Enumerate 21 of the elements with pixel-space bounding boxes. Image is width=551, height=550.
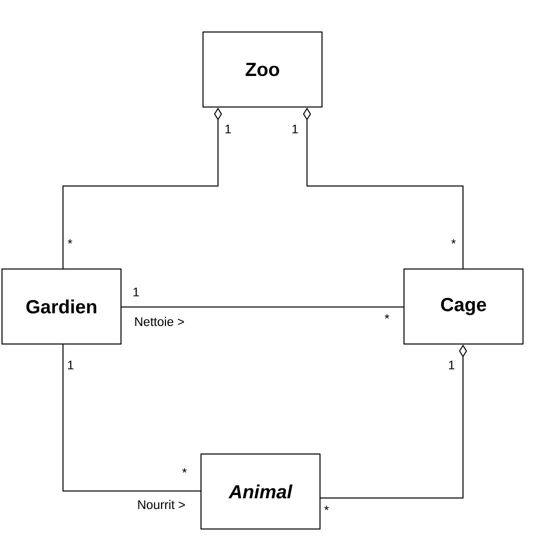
multiplicity-label: * xyxy=(451,239,456,244)
association-line xyxy=(303,108,464,269)
association-line xyxy=(121,306,404,308)
association-line xyxy=(62,108,222,269)
class-box: Zoo xyxy=(202,32,322,108)
multiplicity-label: 1 xyxy=(292,124,298,134)
multiplicity-label: * xyxy=(384,314,390,319)
association-line xyxy=(320,344,467,498)
class-box: Animal xyxy=(200,454,320,530)
multiplicity-label: 1 xyxy=(448,360,454,370)
class-box: Cage xyxy=(404,268,524,344)
edge-label: Nettoie > xyxy=(133,316,186,328)
multiplicity-label: 1 xyxy=(133,288,139,296)
multiplicity-label: 1 xyxy=(68,360,74,370)
multiplicity-label: 1 xyxy=(225,124,231,134)
multiplicity-label: * xyxy=(182,468,187,473)
multiplicity-label: * xyxy=(68,239,72,244)
class-box: Gardien xyxy=(2,268,122,344)
edge-label: Nourrit > xyxy=(136,498,186,510)
association-line xyxy=(62,344,201,492)
multiplicity-label: * xyxy=(324,506,329,510)
